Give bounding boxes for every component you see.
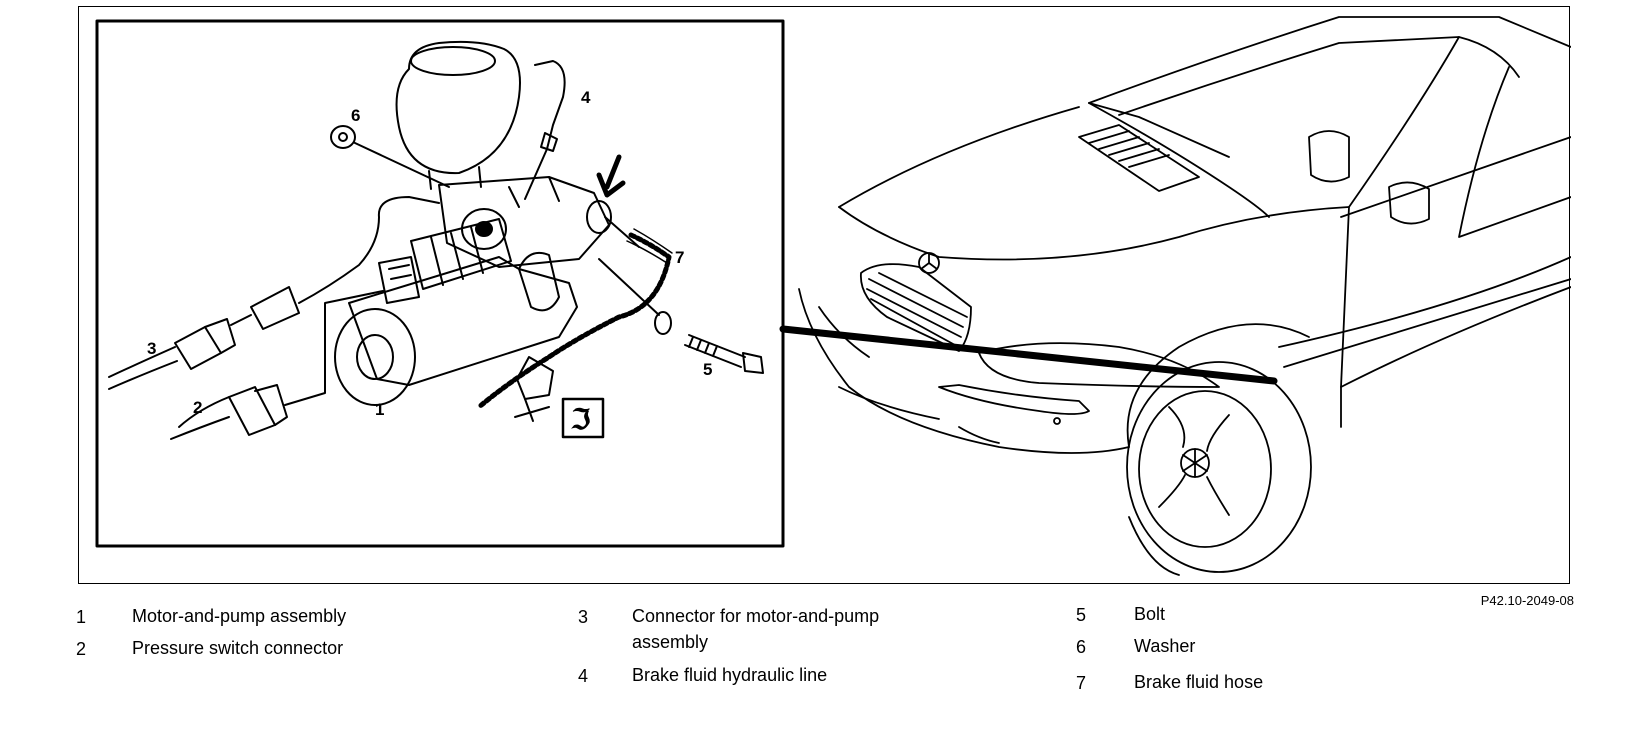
legend-num-3: 3 <box>578 607 589 627</box>
legend-num-1: 1 <box>76 607 87 627</box>
legend-text-7: Brake fluid hose <box>1134 672 1264 692</box>
figure-code: P42.10-2049-08 <box>1480 593 1574 608</box>
motor-and-pump-assembly <box>334 218 578 406</box>
callout-6: 6 <box>351 106 360 125</box>
legend-text-6: Washer <box>1134 636 1196 656</box>
location-leader-line <box>779 325 1278 385</box>
valve-block <box>438 176 612 268</box>
service-symbol-box <box>561 397 605 439</box>
callout-5: 5 <box>703 360 712 379</box>
washer <box>330 125 450 188</box>
car-illustration <box>798 16 1571 576</box>
pressure-switch-connector <box>170 290 384 440</box>
bolt <box>684 334 764 374</box>
legend-text-3: Connector for motor-and-pump assembly <box>632 606 880 652</box>
motor-pump-connector <box>108 196 440 390</box>
legend-text-1: Motor-and-pump assembly <box>132 606 347 626</box>
brake-fluid-hydraulic-line <box>524 60 566 200</box>
legend-num-7: 7 <box>1076 673 1087 693</box>
diagram-drawing: 1 2 3 4 5 6 7 ℑ <box>95 16 1571 576</box>
legend-text-4: Brake fluid hydraulic line <box>632 665 828 685</box>
callout-1: 1 <box>375 400 384 419</box>
legend-num-4: 4 <box>578 666 589 686</box>
legend-num-6: 6 <box>1076 637 1087 657</box>
attention-arrow <box>596 154 626 198</box>
legend-num-2: 2 <box>76 639 87 659</box>
legend-text-5: Bolt <box>1134 604 1166 624</box>
legend-num-5: 5 <box>1076 605 1087 625</box>
callout-2: 2 <box>193 398 202 417</box>
bolt-washer <box>598 258 672 335</box>
callout-4: 4 <box>581 88 591 107</box>
brake-fluid-hose <box>476 216 673 422</box>
legend-text-2: Pressure switch connector <box>132 638 344 658</box>
callout-3: 3 <box>147 339 156 358</box>
callout-7: 7 <box>675 248 684 267</box>
diagram-figure: 1 2 3 4 5 6 7 ℑ <box>78 6 1571 584</box>
inset-detail-box <box>95 19 785 548</box>
pressure-accumulator-sphere <box>395 40 521 190</box>
service-symbol: ℑ <box>571 403 591 436</box>
